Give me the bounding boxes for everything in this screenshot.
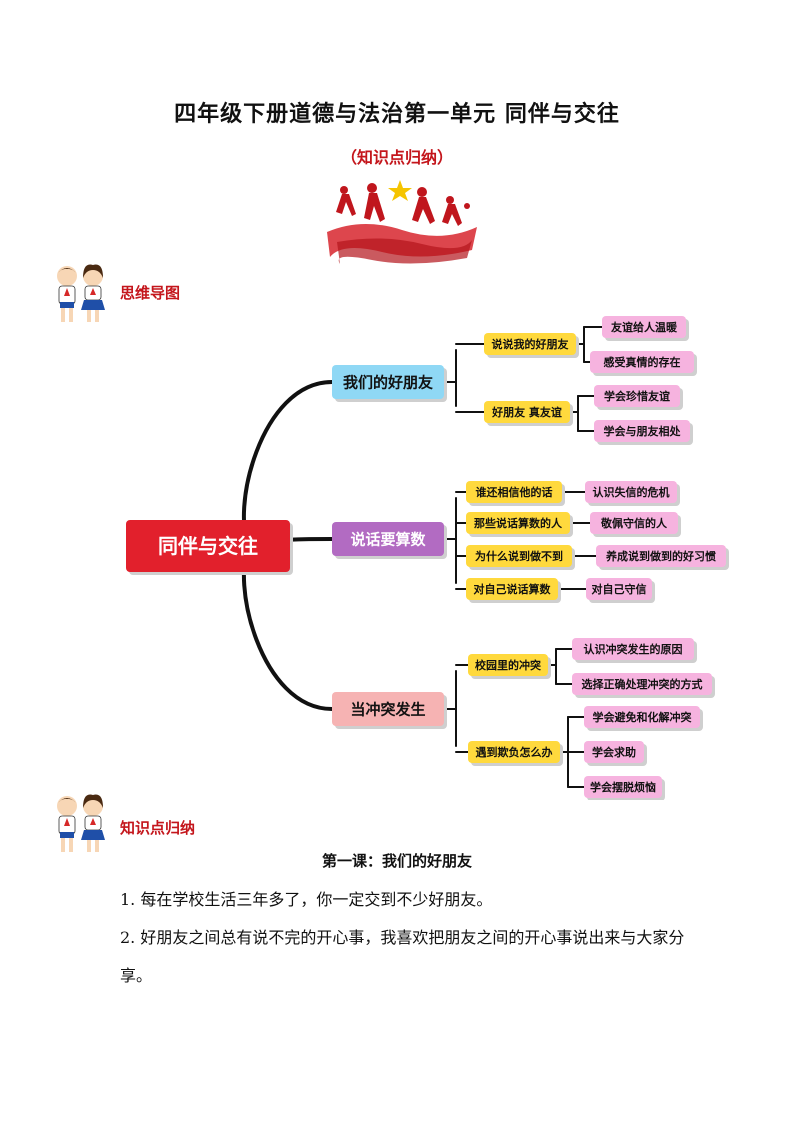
leaf-node-0-0-1-box <box>590 351 694 373</box>
paragraph-2: 2. 好朋友之间总有说不完的开心事，我喜欢把朋友之间的开心事说出来与大家分享。 <box>120 928 685 985</box>
leaf-node-2-1-0-label: 学会避免和化解冲突 <box>593 710 692 724</box>
child-node-0-1-box <box>484 401 570 423</box>
branch-node-0-box <box>332 365 444 399</box>
root-node-label: 同伴与交往 <box>158 534 258 558</box>
leaf-node-1-0-0-label: 认识失信的危机 <box>593 485 670 499</box>
leaf-node-1-3-0-label: 对自己守信 <box>592 582 647 596</box>
leaf-node-2-1-1-label: 学会求助 <box>592 745 636 759</box>
child-node-1-3-label: 对自己说话算数 <box>474 582 552 596</box>
leaf-node-2-1-1-box <box>584 741 644 763</box>
page-subtitle: （知识点归纳） <box>340 148 453 167</box>
leaf-node-2-0-1-box <box>572 673 712 695</box>
students-icon <box>57 794 105 852</box>
child-node-2-1-box <box>468 741 560 763</box>
leaf-node-1-2-0-box <box>596 545 726 567</box>
students-icon <box>57 264 105 322</box>
leaf-node-0-1-0-label: 学会珍惜友谊 <box>604 389 670 403</box>
branch-node-1-box <box>332 522 444 556</box>
child-node-1-2-label: 为什么说到做不到 <box>475 549 563 563</box>
child-node-2-0-label: 校园里的冲突 <box>475 658 541 672</box>
leaf-node-2-0-0-box <box>572 638 694 660</box>
branch-node-2-box <box>332 692 444 726</box>
leaf-node-1-2-0-label: 养成说到做到的好习惯 <box>605 549 716 563</box>
leaf-node-1-3-0-box <box>586 578 652 600</box>
leaf-node-0-1-0-box <box>594 385 680 407</box>
branch-node-1-label: 说话要算数 <box>350 530 426 548</box>
leaf-node-0-0-0-box <box>602 316 686 338</box>
child-node-2-1-label: 遇到欺负怎么办 <box>476 745 553 759</box>
branch-node-2-label: 当冲突发生 <box>350 700 425 718</box>
paragraph-1: 1. 每在学校生活三年多了，你一定交到不少好朋友。 <box>120 890 493 909</box>
child-node-1-0-box <box>466 481 562 503</box>
leaf-node-1-0-0-box <box>585 481 677 503</box>
runners-banner-image <box>327 180 477 264</box>
leaf-node-1-1-0-label: 敬佩守信的人 <box>600 516 668 530</box>
child-node-0-1-label: 好朋友 真友谊 <box>491 405 562 419</box>
leaf-node-0-1-1-label: 学会与朋友相处 <box>604 424 682 438</box>
branch-node-0-label: 我们的好朋友 <box>343 373 433 391</box>
page-title: 四年级下册道德与法治第一单元 同伴与交往 <box>174 102 620 127</box>
child-node-1-1-box <box>466 512 570 534</box>
root-node-box <box>126 520 290 572</box>
leaf-node-2-1-2-box <box>584 776 662 798</box>
lesson-title: 第一课：我们的好朋友 <box>321 852 472 870</box>
child-node-0-0-box <box>484 333 576 355</box>
leaf-node-0-1-1-box <box>594 420 690 442</box>
child-node-1-1-label: 那些说话算数的人 <box>474 516 563 530</box>
mindmap-section-label: 思维导图 <box>120 284 181 302</box>
child-node-0-0-label: 说说我的好朋友 <box>492 337 569 351</box>
child-node-1-3-box <box>466 578 558 600</box>
leaf-node-0-0-1-label: 感受真情的存在 <box>604 355 681 369</box>
leaf-node-2-1-2-label: 学会摆脱烦恼 <box>590 780 656 794</box>
knowledge-section-label: 知识点归纳 <box>120 819 196 837</box>
leaf-node-1-1-0-box <box>590 512 678 534</box>
child-node-1-2-box <box>466 545 572 567</box>
leaf-node-0-0-0-label: 友谊给人温暖 <box>611 320 678 334</box>
leaf-node-2-0-0-label: 认识冲突发生的原因 <box>584 642 683 656</box>
child-node-2-0-box <box>468 654 548 676</box>
leaf-node-2-1-0-box <box>584 706 700 728</box>
leaf-node-2-0-1-label: 选择正确处理冲突的方式 <box>582 677 703 691</box>
child-node-1-0-label: 谁还相信他的话 <box>476 485 553 499</box>
